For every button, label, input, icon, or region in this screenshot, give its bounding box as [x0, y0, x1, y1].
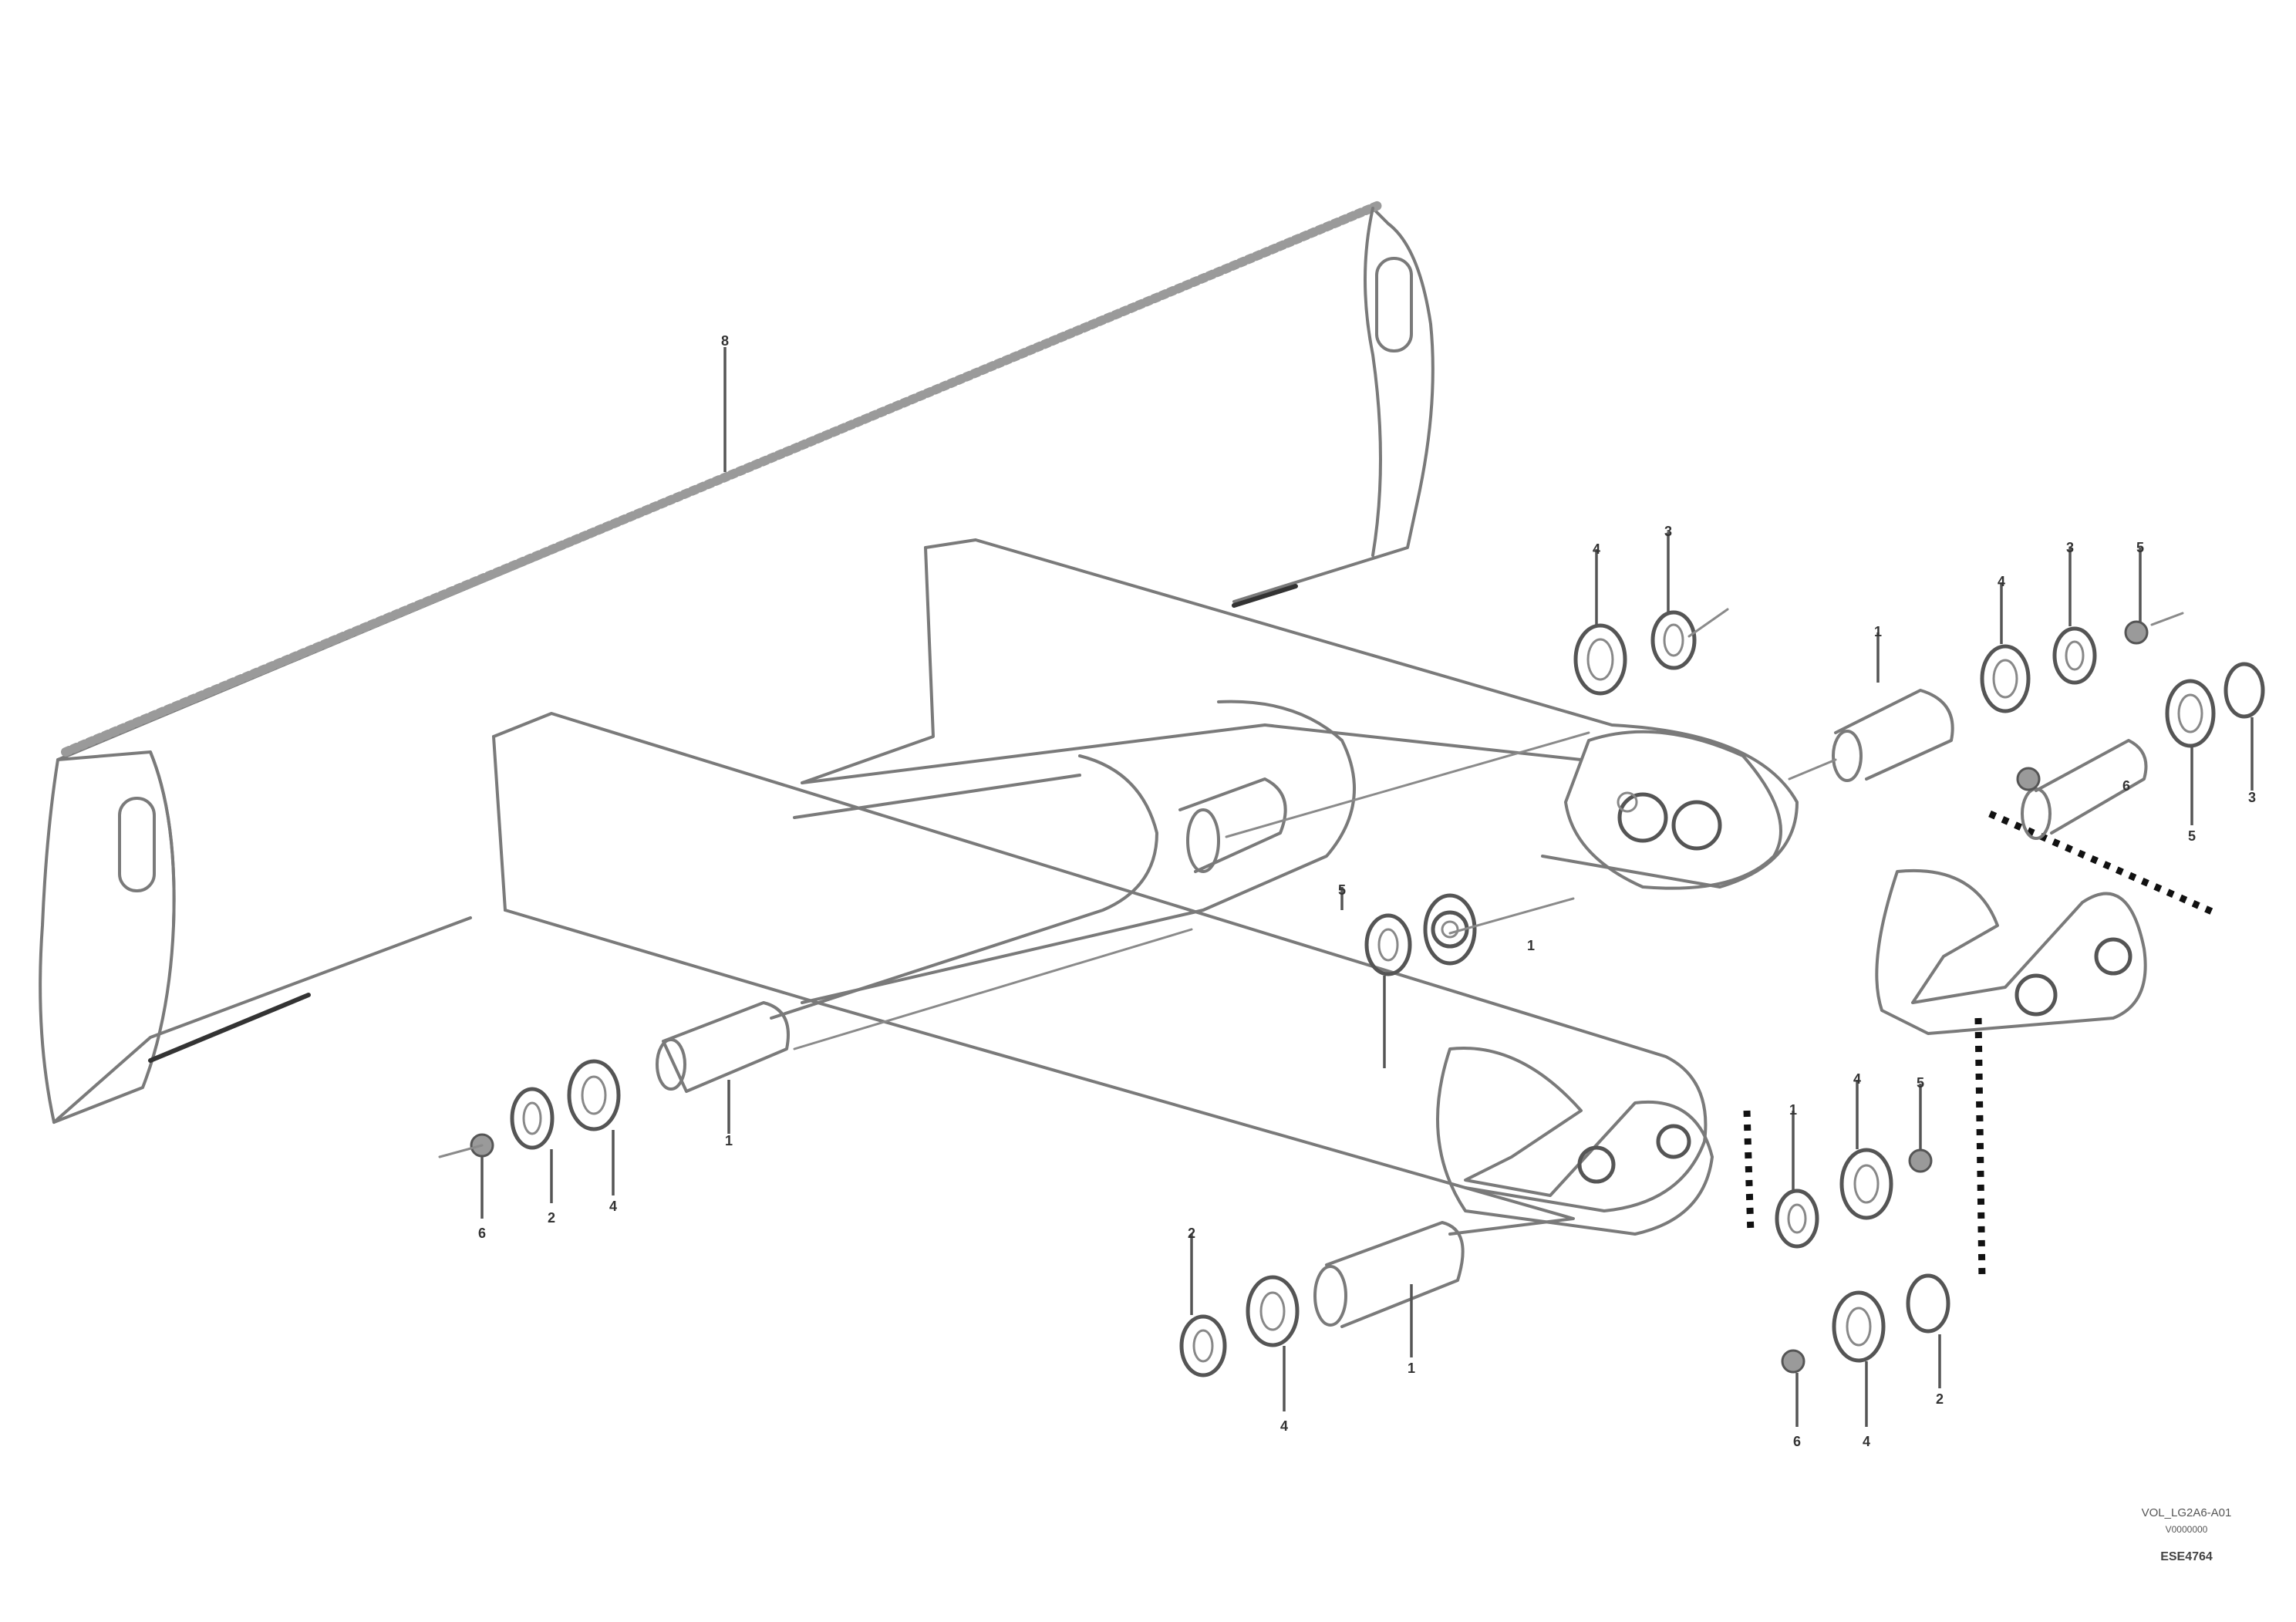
callout-2: 2: [1936, 1391, 1944, 1407]
callout-4: 4: [1863, 1434, 1870, 1449]
callout-1: 1: [1408, 1361, 1415, 1376]
callout-3: 3: [1664, 524, 1672, 539]
callout-6: 6: [478, 1226, 486, 1241]
callout-8: 8: [721, 333, 729, 349]
callout-3: 3: [2248, 790, 2256, 805]
leader-lines: [438, 347, 2254, 1427]
washers-and-nuts: [470, 610, 2265, 1378]
callout-1: 1: [1789, 1102, 1797, 1118]
right-pivot-bracket: [1564, 730, 1782, 890]
callout-5: 5: [2188, 828, 2196, 844]
callout-5: 5: [2136, 540, 2144, 555]
callout-6: 6: [2122, 778, 2130, 794]
pin-bottom: [1313, 1221, 1465, 1328]
callout-5: 5: [1338, 882, 1346, 898]
callout-2: 2: [548, 1210, 555, 1226]
drawing-reference-line1: VOL_LG2A6-A01: [2141, 1506, 2232, 1519]
push-arm-upper: [801, 538, 1799, 912]
callout-4: 4: [1998, 574, 2005, 589]
callout-4: 4: [1853, 1071, 1861, 1087]
hook-bracket-right: [1875, 810, 2219, 1281]
pin-left: [656, 1001, 790, 1093]
callout-4: 4: [1280, 1418, 1288, 1434]
callout-6: 6: [1793, 1434, 1801, 1449]
callout-5: 5: [1917, 1075, 1924, 1091]
pin-right-upper: [1832, 689, 1954, 782]
drawing-reference-code: ESE4764: [2160, 1550, 2213, 1563]
drawing-reference-line2: V0000000: [2165, 1524, 2208, 1535]
callout-4: 4: [609, 1199, 617, 1214]
pin-center-left: [1178, 777, 1287, 873]
blade: [39, 200, 1435, 1124]
pin-right-lower: [2021, 739, 2148, 840]
callout-1: 1: [1527, 938, 1535, 953]
push-arm-lower: [492, 712, 1708, 1236]
callout-1: 1: [1874, 624, 1882, 639]
hook-bracket-lower: [1436, 1047, 1755, 1236]
callout-1: 1: [725, 1133, 733, 1148]
callout-4: 4: [1593, 541, 1600, 557]
callout-2: 2: [1188, 1226, 1195, 1241]
callout-labels: 8 4 3 1 4 3 5 6 5 3 5 1 6 2 4 1 2 4 1 1 …: [478, 333, 2256, 1449]
callout-3: 3: [2066, 540, 2074, 555]
